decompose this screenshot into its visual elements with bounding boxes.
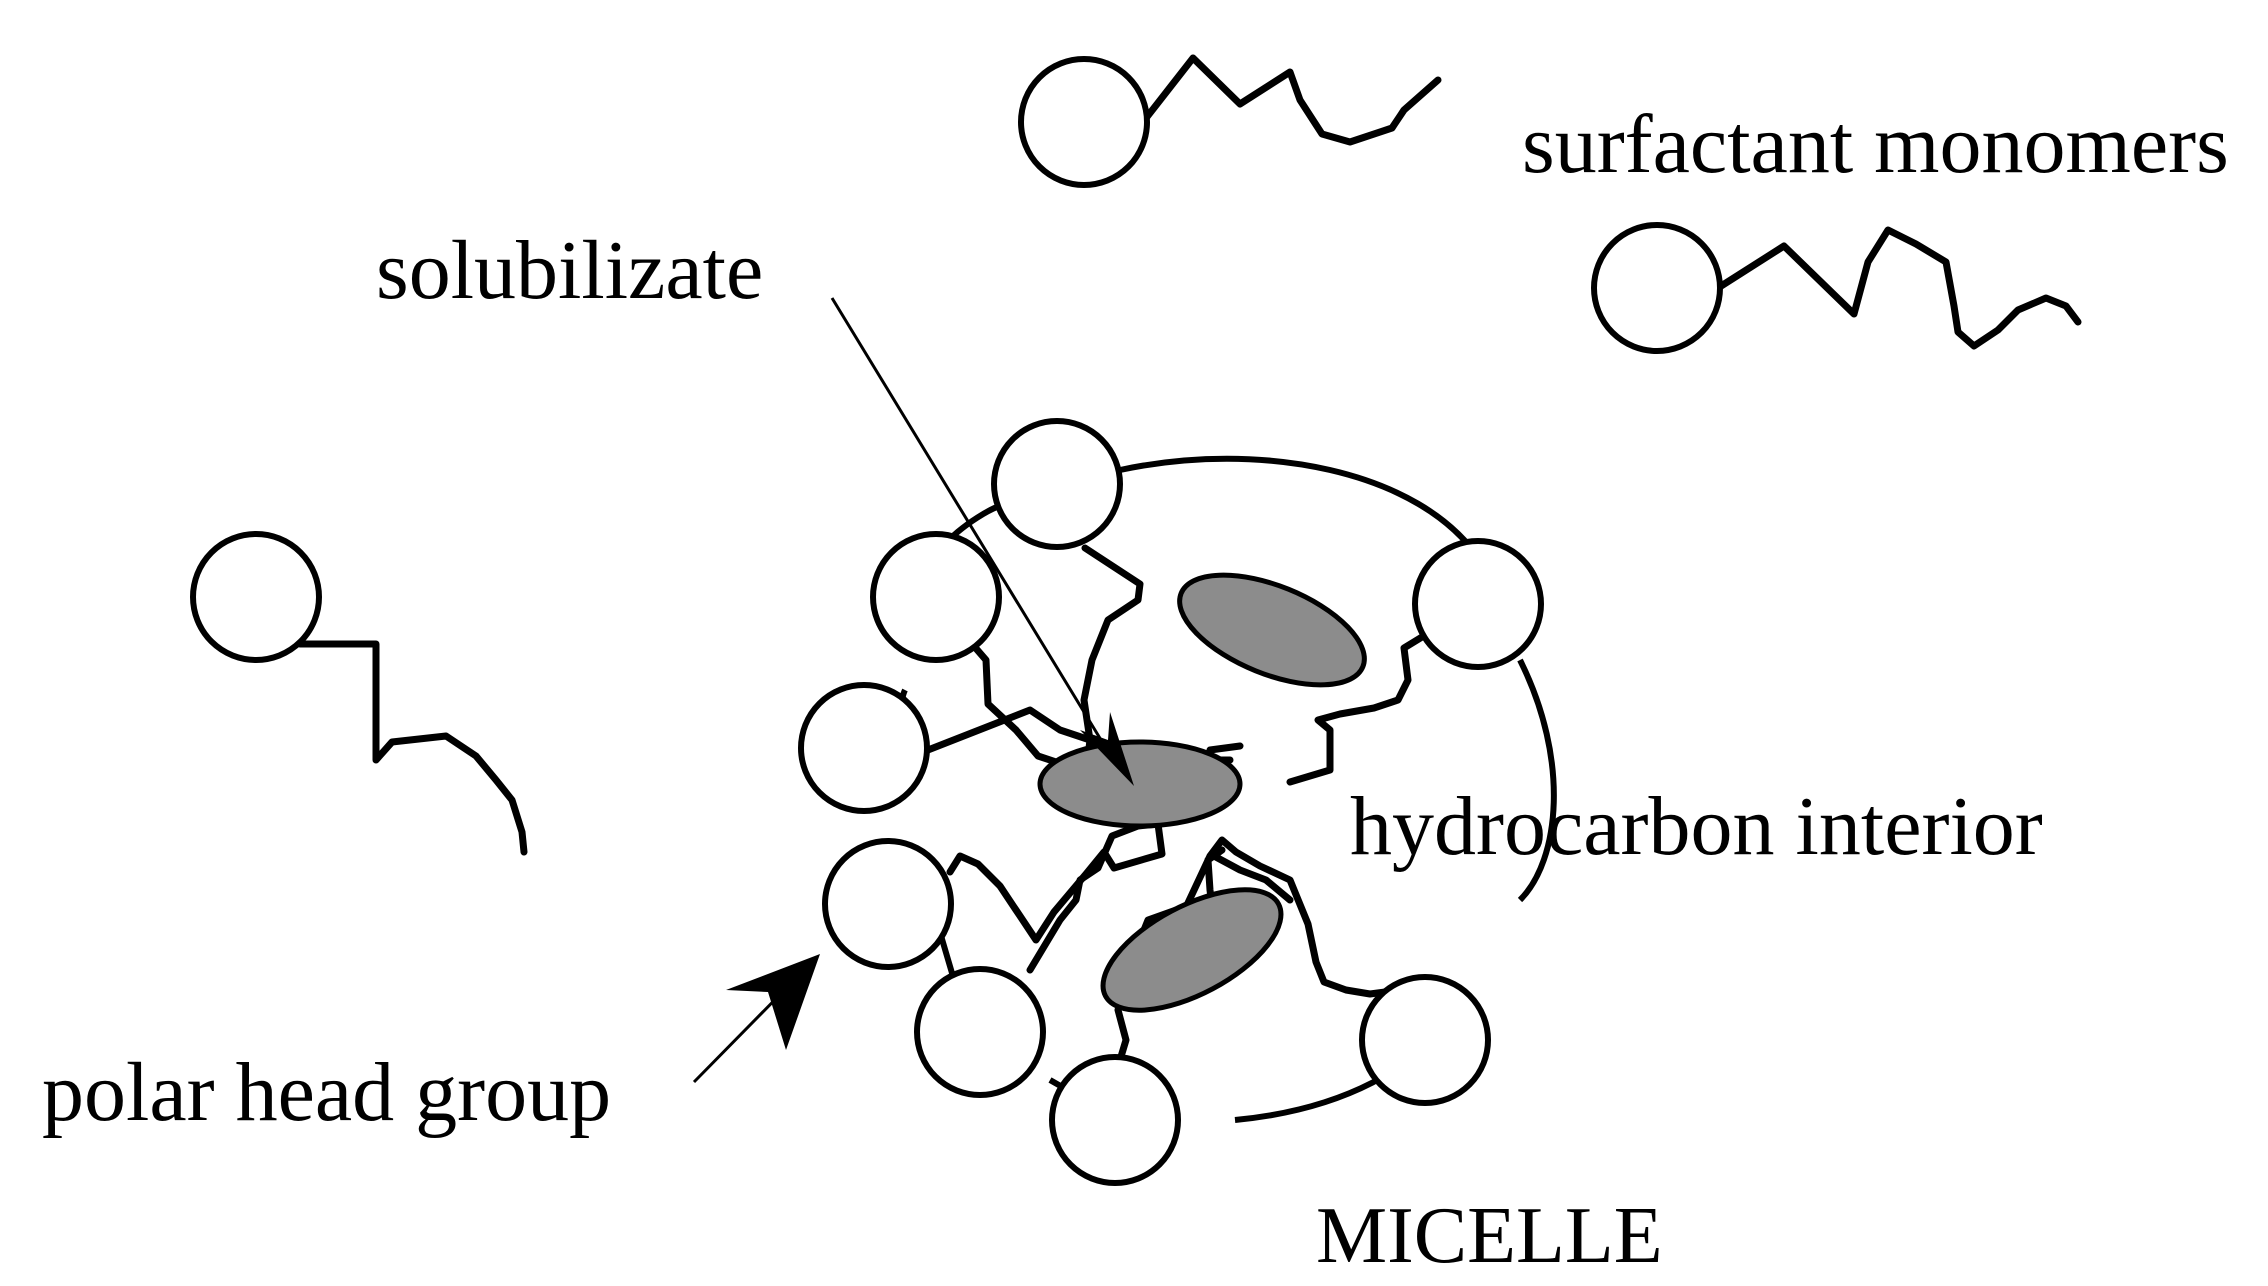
monomer-tail — [1714, 226, 2082, 350]
polar-head-arrowhead — [726, 954, 820, 1050]
solubilizate-ellipse-center — [1037, 739, 1243, 829]
free-monomer-left — [190, 531, 528, 856]
solubilizate-ellipse-upper — [1177, 572, 1367, 688]
micelle-tail — [924, 706, 1094, 754]
micelle-head — [1359, 974, 1491, 1106]
micelle-head — [870, 531, 1002, 663]
micelle-head — [914, 966, 1046, 1098]
label-solubilizate: solubilizate — [376, 224, 763, 317]
monomer-tail — [1139, 54, 1442, 146]
micelle-head — [798, 682, 930, 814]
micelle-tail — [956, 626, 1096, 774]
free-monomer-top — [1018, 54, 1442, 188]
free-monomer-right — [1591, 222, 2082, 354]
label-polar-head-group: polar head group — [42, 1046, 611, 1139]
monomer-head — [1591, 222, 1723, 354]
micelle-tail — [1176, 836, 1404, 998]
micelle — [798, 418, 1557, 1186]
label-micelle: MICELLE — [1316, 1192, 1663, 1280]
micelle-tail — [946, 820, 1166, 944]
solubilizate-ellipse-lower — [1100, 887, 1284, 1013]
micelle-head — [1412, 538, 1544, 670]
monomer-head — [190, 531, 322, 663]
solubilizate-arrowhead — [1080, 712, 1134, 786]
label-surfactant-monomers: surfactant monomers — [1522, 98, 2229, 191]
micelle-head — [991, 418, 1123, 550]
solubilizate-pointer — [830, 297, 1134, 786]
monomer-head — [1018, 56, 1150, 188]
micelle-tail — [1286, 622, 1444, 786]
polar-head-pointer — [692, 954, 820, 1084]
micelle-head — [1049, 1054, 1181, 1186]
micelle-head — [822, 838, 954, 970]
solubilizate-pointer-line — [830, 297, 1114, 759]
monomer-tail — [296, 640, 528, 856]
label-hydrocarbon-interior: hydrocarbon interior — [1350, 780, 2043, 873]
micelle-tail — [1210, 852, 1294, 904]
